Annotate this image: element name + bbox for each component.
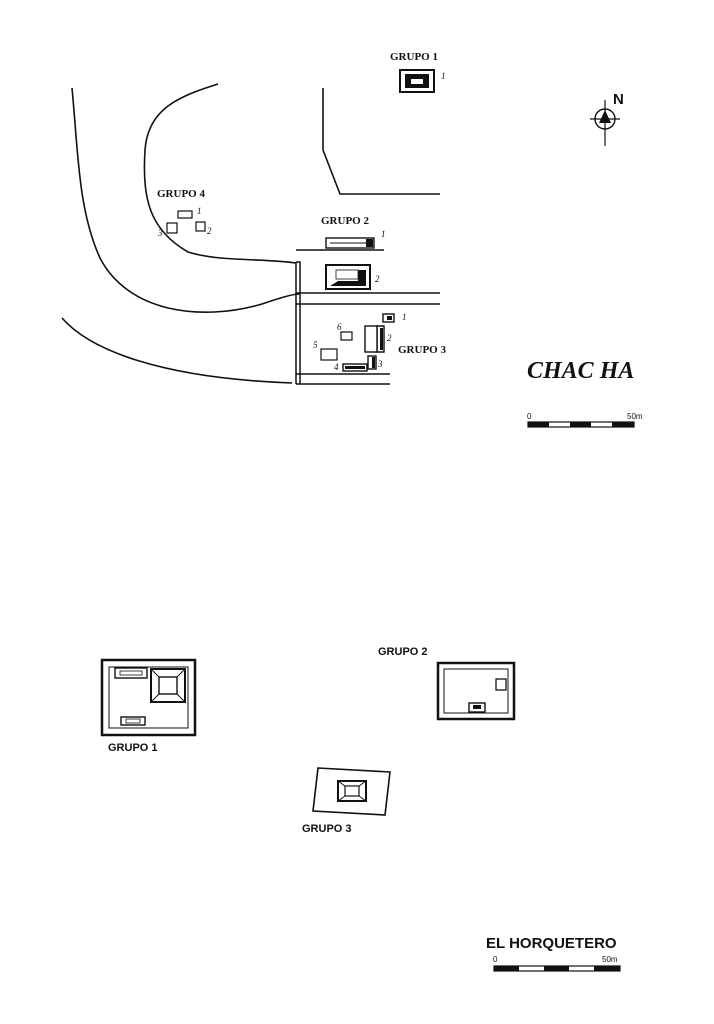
chac-ha-grupo-1: GRUPO 1 1 bbox=[390, 51, 446, 93]
structure-number: 6 bbox=[337, 322, 342, 332]
north-arrow-circle bbox=[594, 108, 616, 130]
platform-outline bbox=[312, 767, 391, 816]
contour-line bbox=[322, 88, 440, 195]
structure-number: 2 bbox=[207, 226, 212, 236]
mound-shading bbox=[366, 239, 373, 247]
horquetero-grupo-3: GRUPO 3 bbox=[302, 767, 391, 835]
scale-start-label: 0 bbox=[527, 412, 532, 421]
grupo-4-label: GRUPO 4 bbox=[157, 188, 205, 200]
structure-number: 3 bbox=[157, 228, 163, 238]
mound-shading bbox=[330, 270, 366, 286]
scale-bar-segment bbox=[612, 422, 634, 427]
structure-number: 4 bbox=[334, 362, 339, 372]
horquetero-grupo-1: GRUPO 1 bbox=[100, 658, 197, 754]
structure-number: 2 bbox=[375, 274, 380, 284]
structure-number: 1 bbox=[402, 312, 407, 322]
mound-top bbox=[125, 718, 141, 724]
chac-ha-map: GRUPO 1 1 GRUPO 4 1 2 3 GRUPO 2 1 2 bbox=[61, 51, 643, 428]
mound-edge bbox=[150, 668, 160, 678]
platform-edge bbox=[296, 261, 301, 384]
mound bbox=[177, 210, 193, 219]
grupo-3-label: GRUPO 3 bbox=[302, 823, 352, 835]
plaza-inner bbox=[443, 668, 509, 714]
structure-number: 5 bbox=[313, 340, 318, 350]
scale-end-label: 50m bbox=[602, 955, 618, 964]
terrain-lines bbox=[61, 83, 440, 384]
mound-top bbox=[335, 269, 359, 280]
mound-edge bbox=[176, 693, 186, 703]
mound bbox=[120, 716, 146, 726]
mound-shading bbox=[372, 357, 375, 368]
plaza-outline bbox=[100, 658, 197, 737]
mound bbox=[166, 222, 178, 234]
el-horquetero-scale-bar: 0 50m bbox=[493, 955, 621, 972]
mound-edge bbox=[337, 780, 346, 787]
el-horquetero-title: EL HORQUETERO bbox=[486, 935, 617, 952]
plaza-inner bbox=[108, 666, 189, 729]
contour-line bbox=[61, 317, 293, 384]
structure-number: 1 bbox=[381, 229, 386, 239]
scale-bar-segment bbox=[528, 422, 549, 427]
chac-ha-title: CHAC HA bbox=[527, 358, 634, 384]
grupo-1-label: GRUPO 1 bbox=[390, 51, 438, 63]
mound-shading bbox=[380, 328, 383, 350]
platform-lines bbox=[295, 249, 440, 385]
structure-number: 3 bbox=[377, 359, 383, 369]
mound-top bbox=[344, 785, 360, 797]
scale-bar-segment bbox=[494, 966, 519, 971]
mound bbox=[195, 221, 206, 232]
chac-ha-grupo-2: GRUPO 2 1 2 bbox=[321, 215, 386, 290]
mound-edge bbox=[150, 693, 160, 703]
chac-ha-grupo-4: GRUPO 4 1 2 3 bbox=[157, 188, 212, 238]
mound-edge bbox=[337, 795, 346, 802]
mound-top bbox=[411, 79, 423, 84]
mound-edge bbox=[176, 668, 186, 678]
mound bbox=[320, 348, 338, 361]
scale-bar-segment bbox=[594, 966, 620, 971]
contour-line bbox=[143, 83, 297, 264]
structure-number: 2 bbox=[387, 333, 392, 343]
grupo-2-label: GRUPO 2 bbox=[378, 646, 428, 658]
mound bbox=[495, 678, 507, 691]
grupo-1-label: GRUPO 1 bbox=[108, 742, 158, 754]
horquetero-grupo-2: GRUPO 2 bbox=[378, 646, 516, 721]
mound-shading bbox=[345, 366, 365, 369]
north-label: N bbox=[613, 91, 624, 108]
structure-number: 1 bbox=[441, 71, 446, 81]
mound-top bbox=[119, 670, 143, 676]
structure-number: 1 bbox=[197, 206, 202, 216]
scale-bar-segment bbox=[570, 422, 591, 427]
mound bbox=[114, 667, 148, 679]
mound bbox=[364, 325, 378, 353]
scale-bar-segment bbox=[544, 966, 569, 971]
mound-top bbox=[158, 676, 178, 695]
scale-end-label: 50m bbox=[627, 412, 643, 421]
chac-ha-scale-bar: 0 50m bbox=[527, 412, 643, 428]
mound-shading bbox=[473, 705, 481, 709]
mound-edge bbox=[358, 780, 367, 787]
north-arrow: N bbox=[590, 91, 624, 146]
north-arrow-head bbox=[599, 110, 611, 123]
grupo-2-label: GRUPO 2 bbox=[321, 215, 369, 227]
mound bbox=[340, 331, 353, 341]
scale-start-label: 0 bbox=[493, 955, 498, 964]
el-horquetero-map: GRUPO 1 GRUPO 2 GRUPO 3 EL HORQUETERO bbox=[100, 646, 621, 972]
mound-shading bbox=[387, 316, 392, 320]
grupo-3-label: GRUPO 3 bbox=[398, 344, 446, 356]
contour-line bbox=[71, 87, 301, 313]
chac-ha-grupo-3: GRUPO 3 1 2 3 4 5 6 bbox=[313, 312, 446, 372]
plaza-outline bbox=[436, 661, 516, 721]
mound-edge bbox=[358, 795, 367, 802]
